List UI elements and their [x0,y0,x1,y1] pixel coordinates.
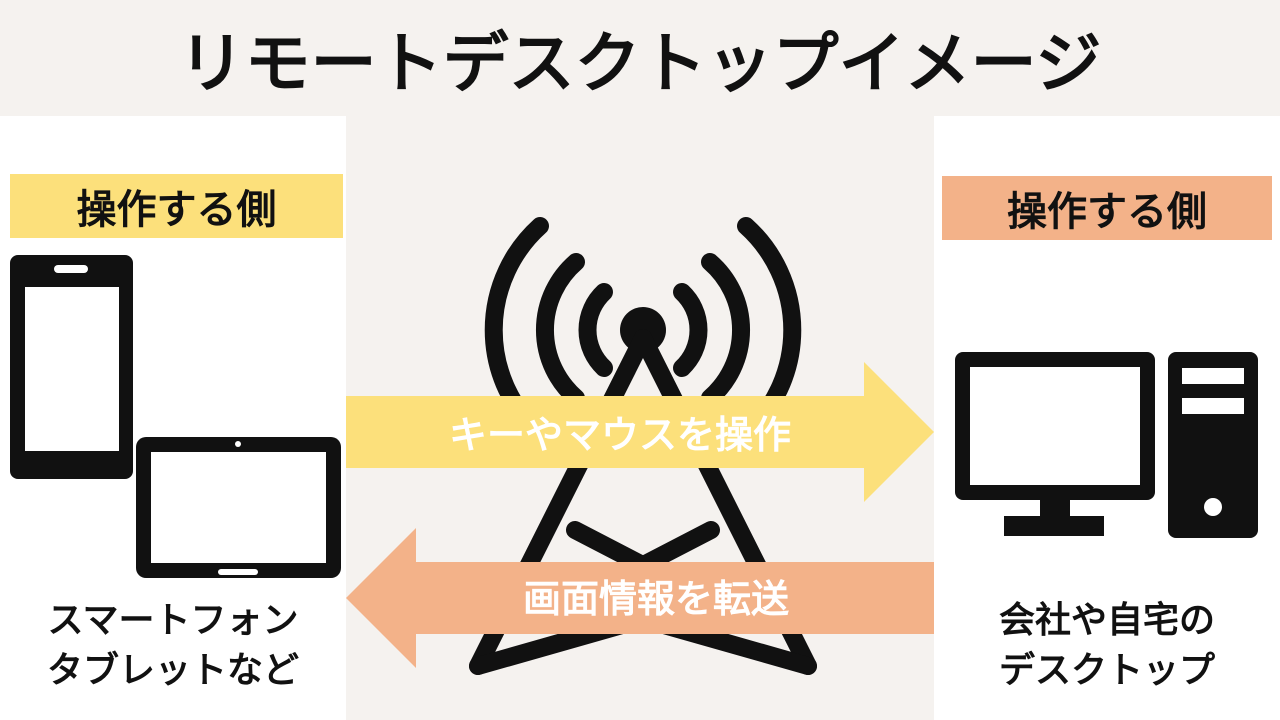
right-caption: 会社や自宅の デスクトップ [934,596,1280,696]
right-side-label: 操作する側 [942,176,1272,240]
arrow-right-label: キーやマウスを操作 [449,413,791,457]
left-caption-line2: タブレットなど [46,650,299,691]
left-caption: スマートフォン タブレットなど [0,596,346,696]
tablet-icon [136,437,341,578]
arrow-left-label: 画面情報を転送 [523,577,789,621]
right-caption-line1: 会社や自宅の [998,600,1215,641]
arrow-right: キーやマウスを操作 [346,362,934,502]
smartphone-icon [10,255,133,479]
desktop-computer-icon [955,352,1258,538]
arrow-left: 画面情報を転送 [346,528,934,668]
right-caption-line2: デスクトップ [998,650,1215,691]
page-title: リモートデスクトップイメージ [178,25,1102,102]
left-caption-line1: スマートフォン [47,600,299,641]
left-side-label: 操作する側 [10,174,343,238]
header-bar: リモートデスクトップイメージ [0,0,1280,116]
